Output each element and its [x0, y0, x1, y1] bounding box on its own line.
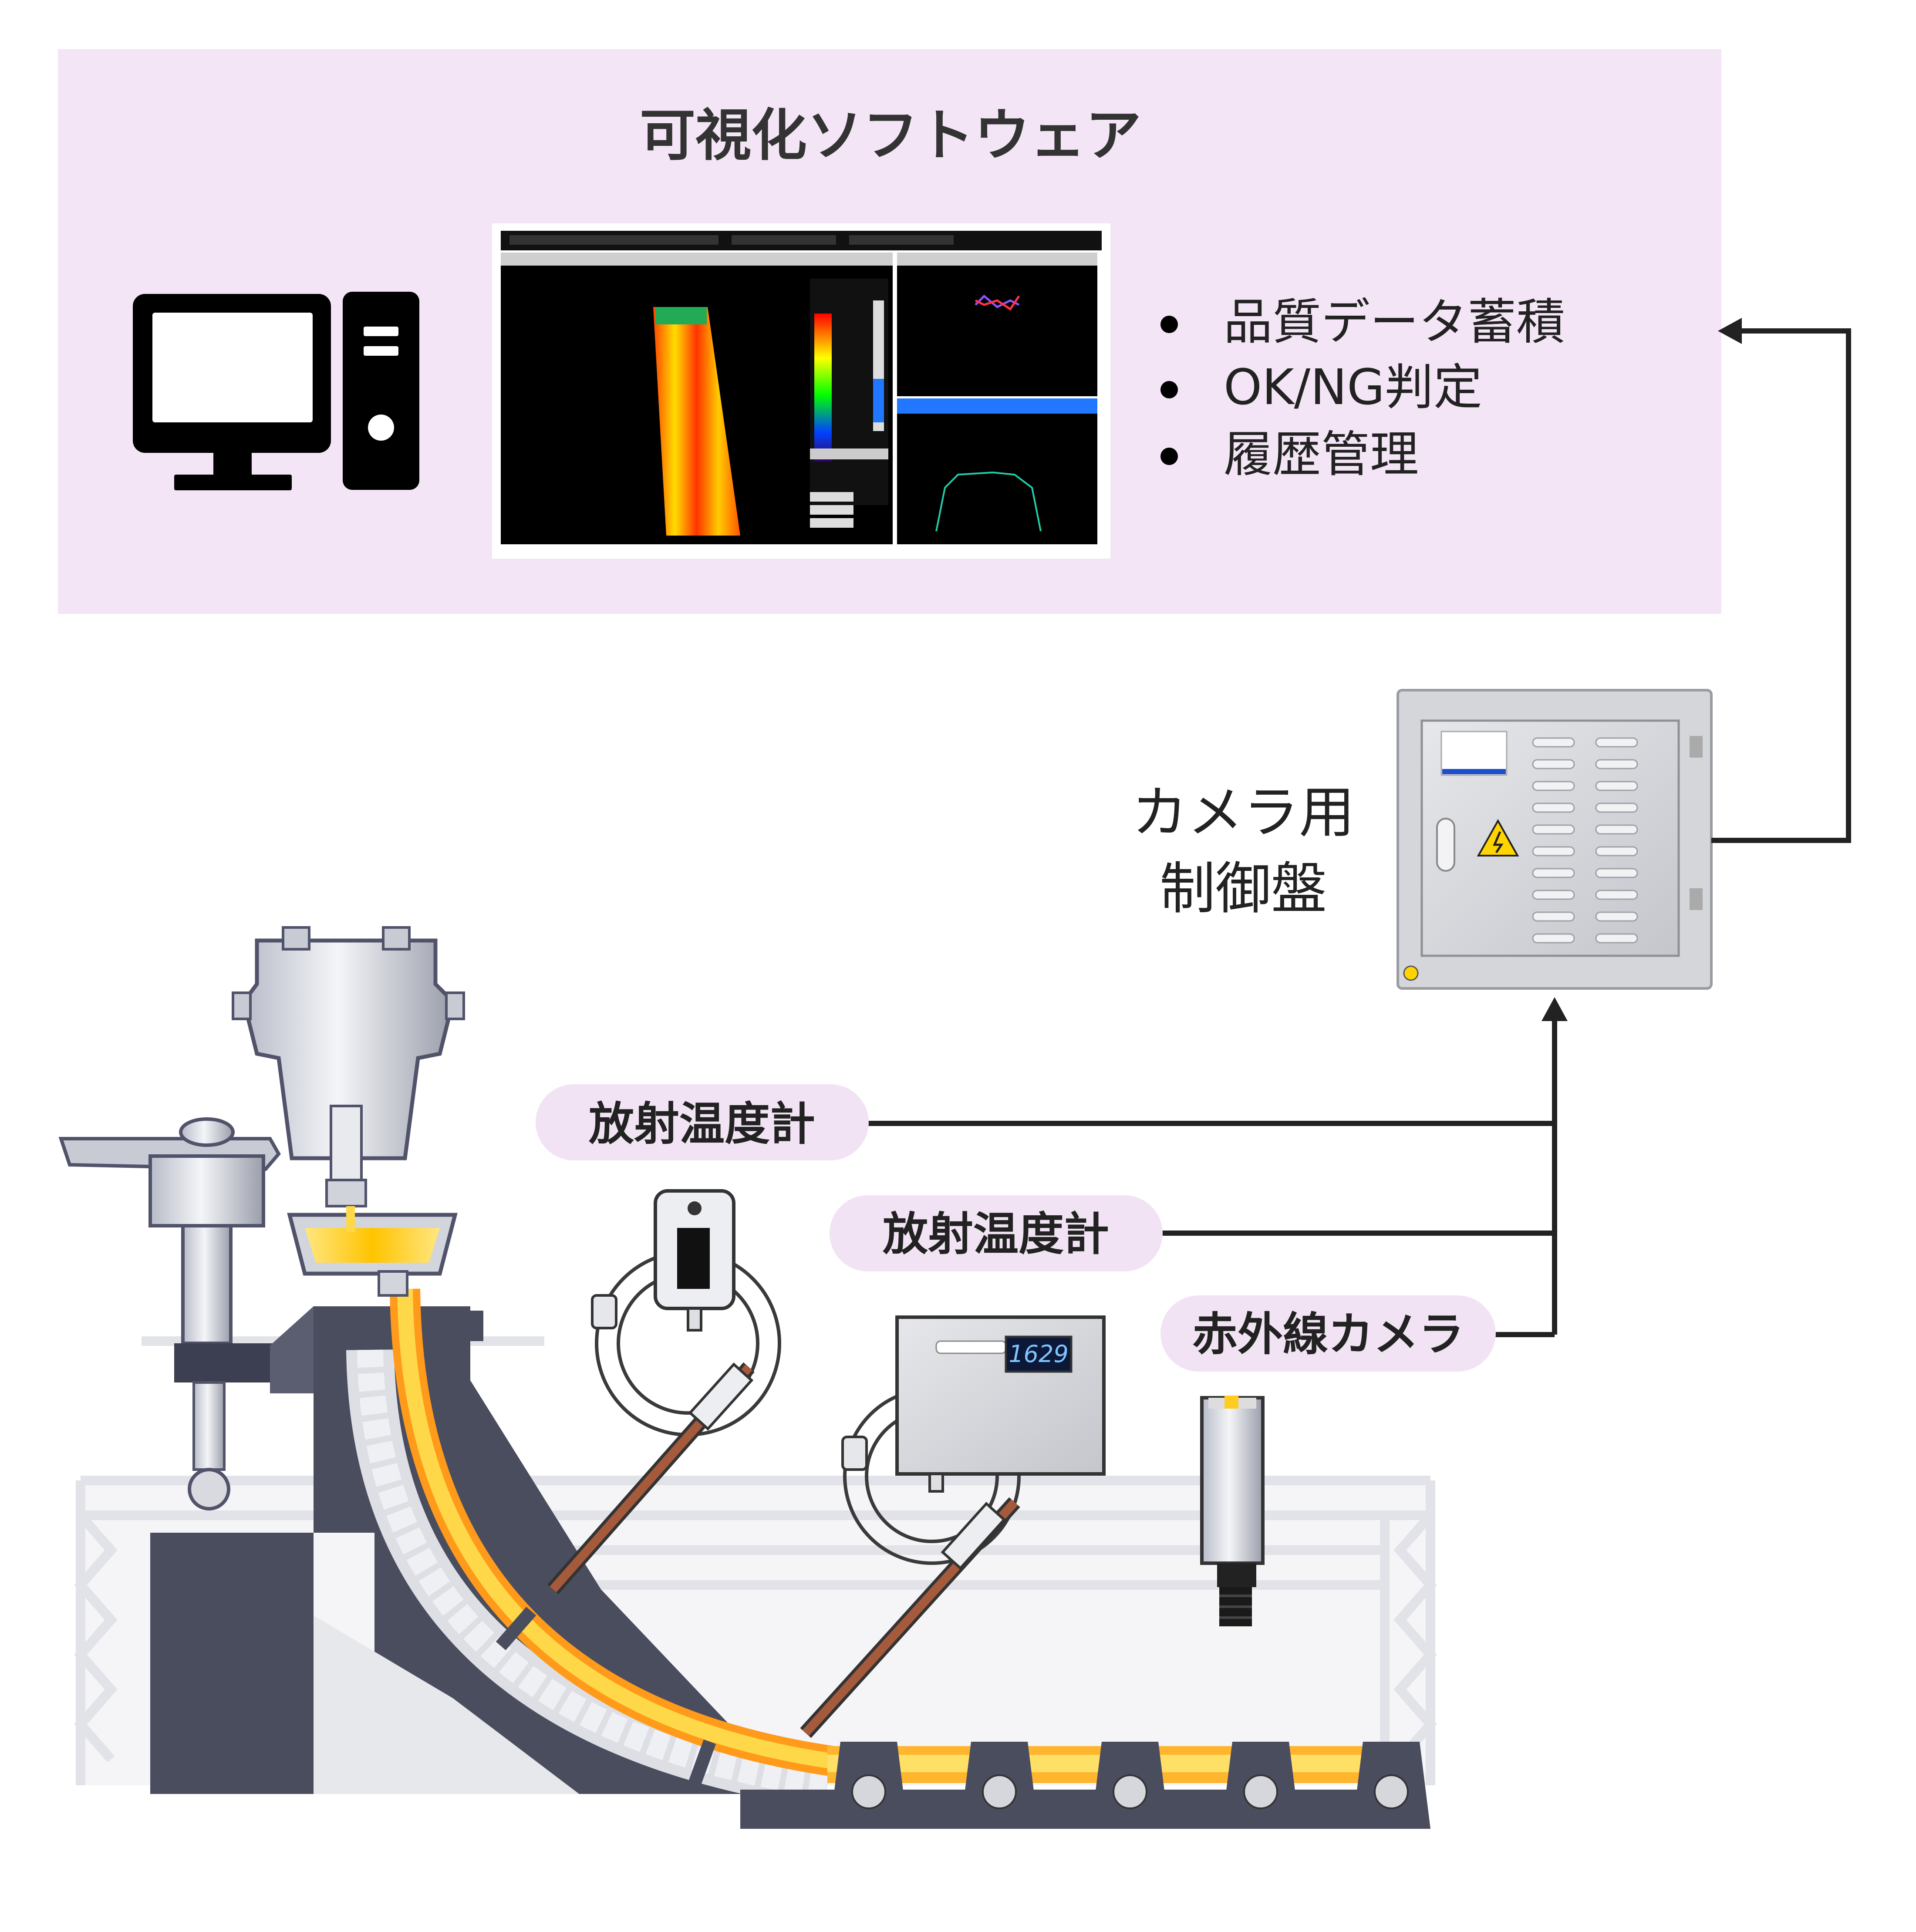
radiation-thermometer-label: 放射温度計 — [883, 1207, 1109, 1261]
software-screenshot — [492, 223, 1110, 559]
continuous-casting-machine — [58, 926, 1430, 1829]
control-panel-label: 制御盤 — [1160, 856, 1327, 921]
arrow-head-to-cabinet — [1542, 997, 1568, 1021]
computer-icon — [133, 292, 419, 490]
arrow-head-to-software — [1718, 318, 1742, 344]
bullet-icon — [1160, 316, 1178, 333]
feature-item: 品質データ蓄積 — [1224, 294, 1565, 351]
bullet-icon — [1160, 448, 1178, 465]
sensor-label-pill — [1160, 1295, 1496, 1372]
connector-lines — [867, 328, 1851, 1337]
infrared-camera — [1200, 1396, 1265, 1626]
control-panel-cabinet — [1397, 689, 1713, 990]
feature-list: 品質データ蓄積 OK/NG判定 履歴管理 — [1160, 294, 1565, 483]
sensor-label-pill — [536, 1084, 869, 1160]
feature-item: 履歴管理 — [1224, 426, 1419, 483]
control-panel-label: カメラ用 — [1132, 780, 1355, 845]
temperature-display-value: 1629 — [1009, 1340, 1068, 1368]
sensor-label-pill — [830, 1195, 1163, 1271]
radiation-thermometer-2: 1629 — [800, 1315, 1106, 1738]
feature-item: OK/NG判定 — [1224, 359, 1482, 416]
radiation-thermometer-label: 放射温度計 — [589, 1097, 815, 1150]
ground-icon — [1403, 965, 1419, 981]
temperature-display — [1005, 1335, 1073, 1373]
infrared-camera-label: 赤外線カメラ — [1192, 1308, 1464, 1361]
software-panel-title: 可視化ソフトウェア — [640, 103, 1141, 168]
bullet-icon — [1160, 381, 1178, 398]
radiation-thermometer-1 — [547, 1189, 781, 1595]
cabinet-handle — [1436, 818, 1455, 872]
